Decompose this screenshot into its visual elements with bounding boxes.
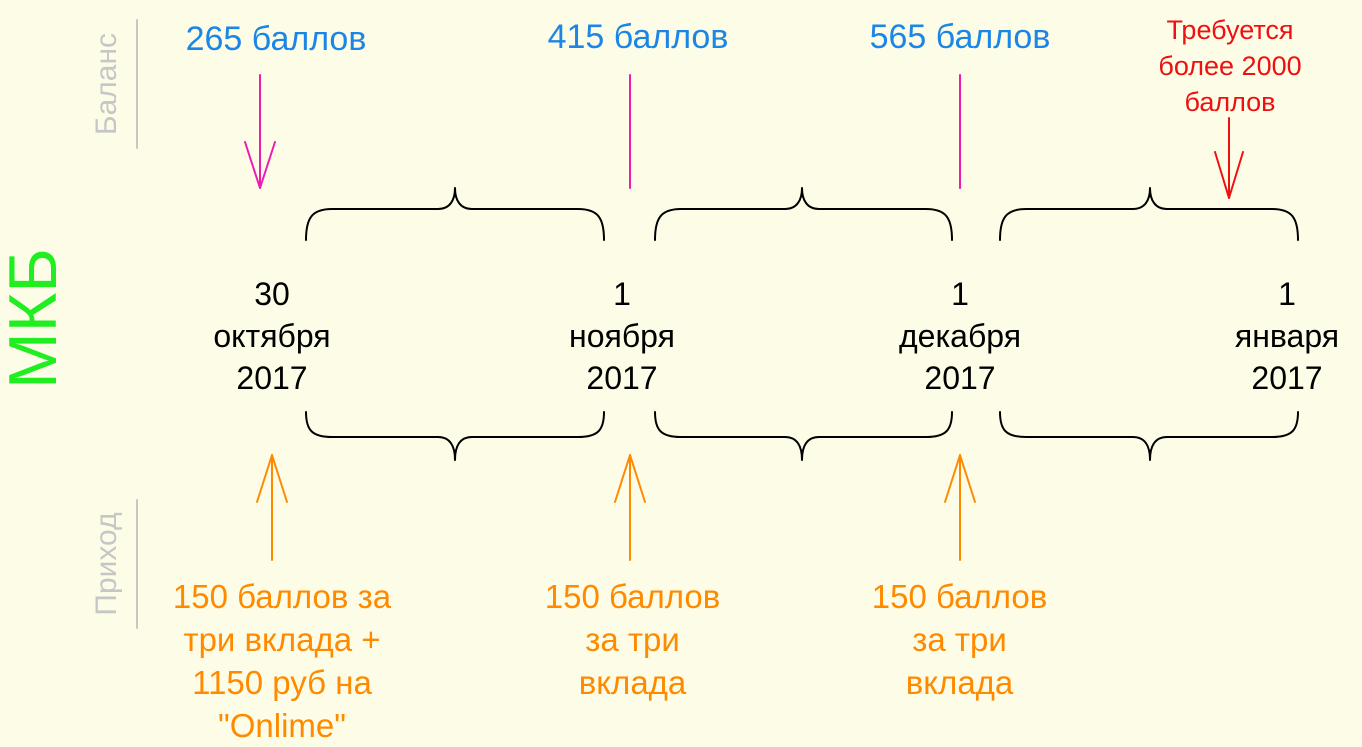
bottom-brace-1 [305, 411, 605, 461]
balance-arrow-1 [244, 74, 276, 189]
date-label-2: 1 ноября 2017 [569, 276, 675, 396]
balance-value-2: 415 баллов [547, 18, 729, 56]
bottom-brace-2 [654, 411, 953, 461]
date-label-3: 1 декабря 2017 [898, 276, 1022, 396]
date-label-4: 1 января 2017 [1234, 276, 1340, 396]
balance-value-3: 565 баллов [869, 18, 1051, 56]
income-text-1: 150 баллов за три вклада + 1150 руб на "… [172, 578, 392, 744]
balance-value-1: 265 баллов [185, 20, 367, 58]
date-label-1: 30 октября 2017 [213, 276, 331, 396]
income-text-3: 150 баллов за три вклада [871, 578, 1048, 701]
income-arrow-3 [944, 454, 976, 561]
income-arrow-1 [256, 454, 288, 561]
top-brace-3 [999, 187, 1299, 241]
required-arrow [1214, 117, 1244, 199]
balance-side-label: Баланс [90, 32, 123, 136]
top-brace-2 [654, 187, 953, 241]
bottom-brace-3 [999, 411, 1299, 461]
income-side-label: Приход [90, 512, 123, 616]
top-brace-1 [305, 187, 605, 241]
required-note: Требуется более 2000 баллов [1158, 15, 1302, 117]
income-arrow-2 [614, 454, 646, 561]
income-text-2: 150 баллов за три вклада [544, 578, 721, 701]
bank-title: МКБ [0, 248, 71, 389]
